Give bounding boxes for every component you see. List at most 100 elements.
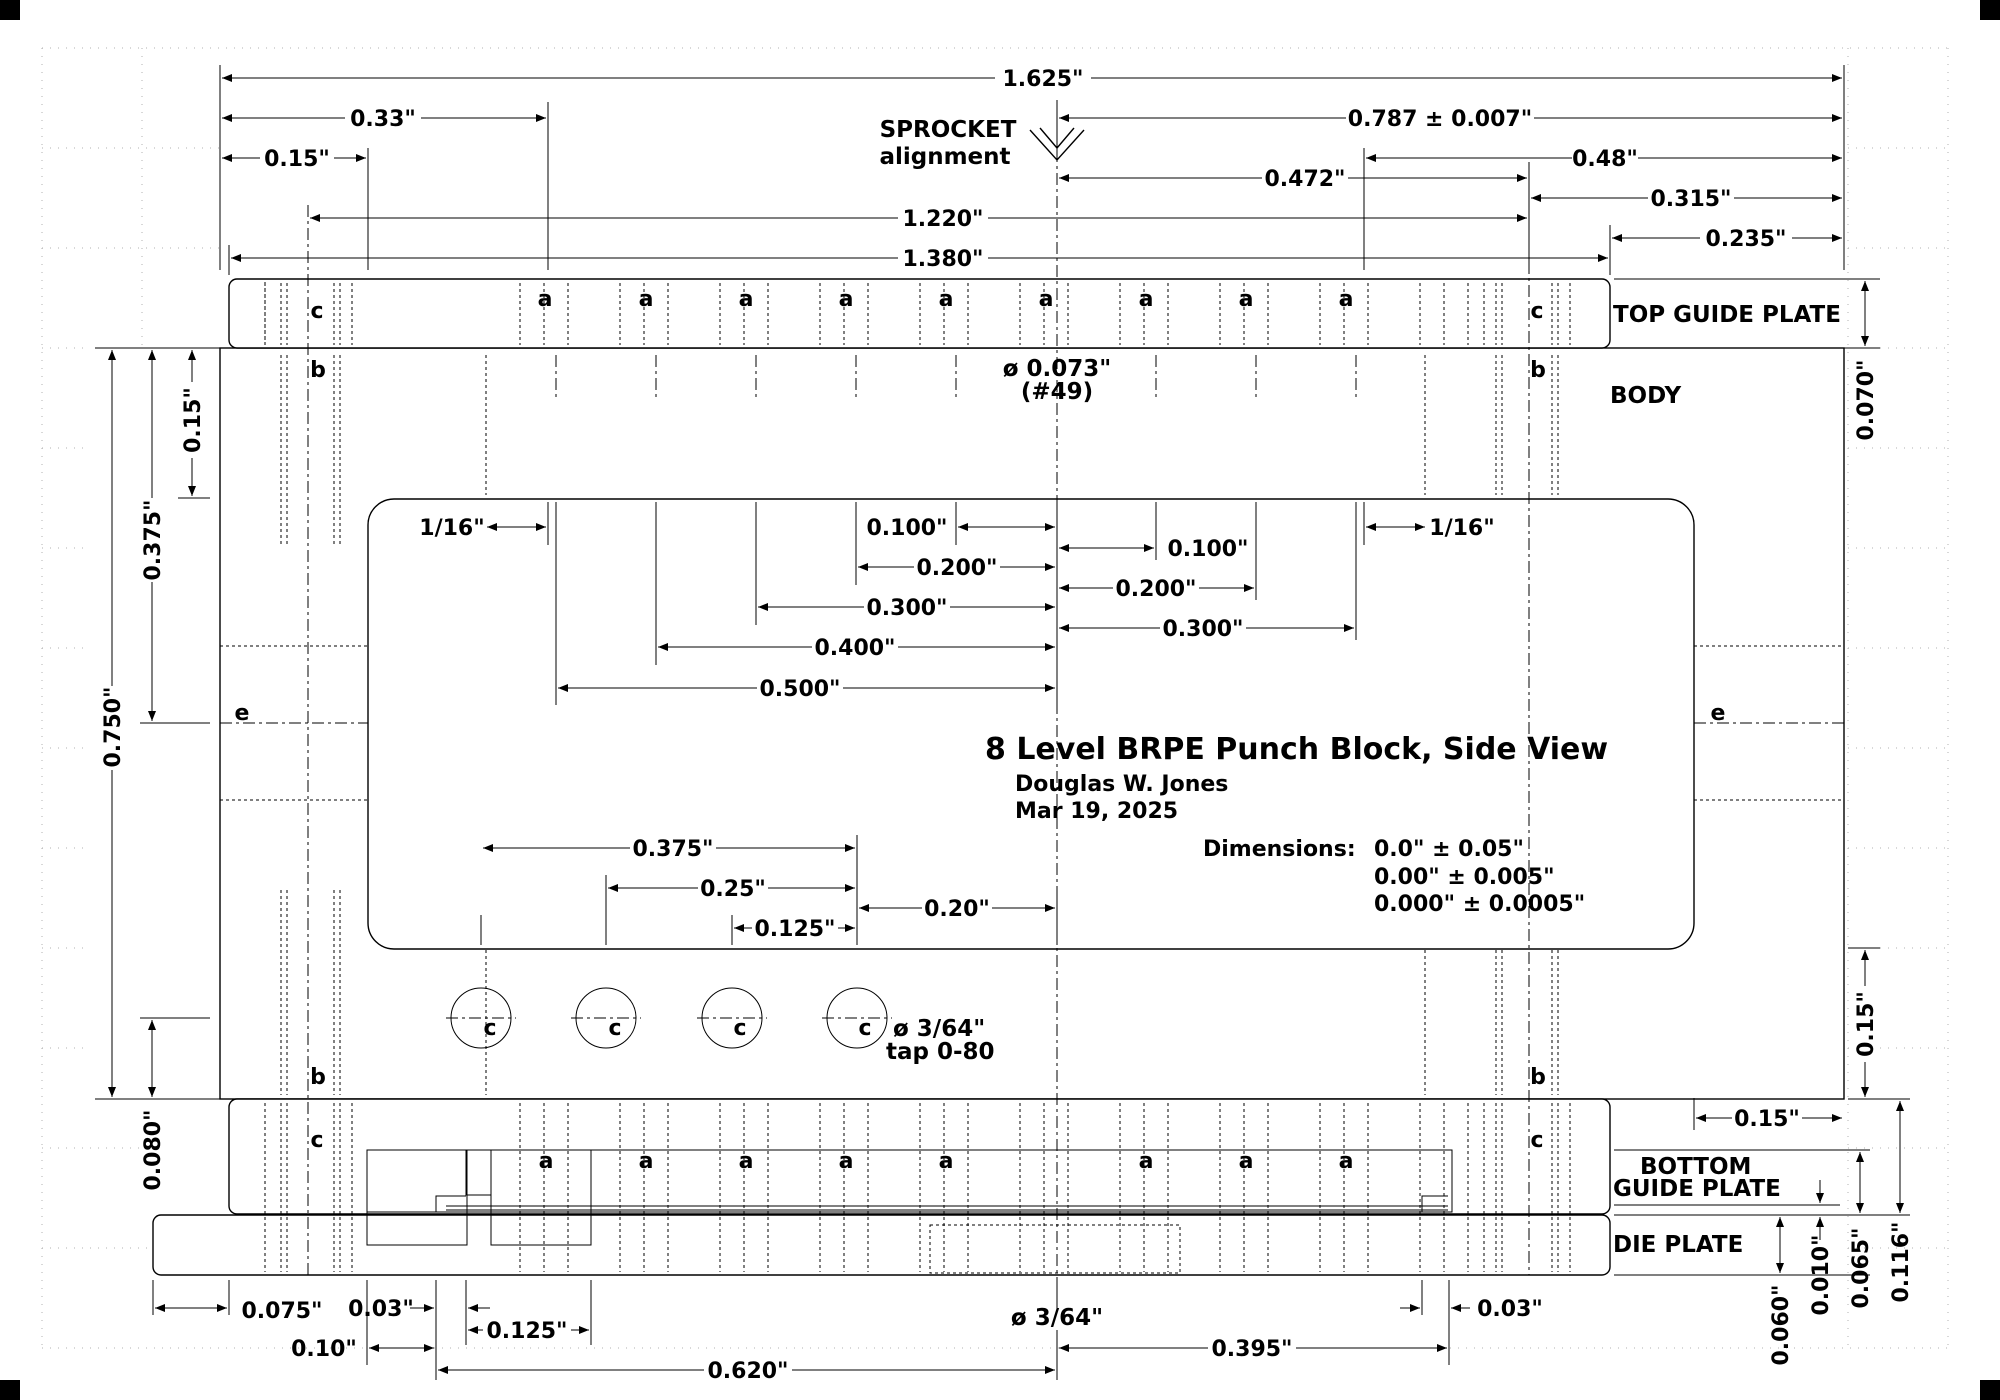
hidden-lines [220,282,1844,1095]
marker-a: a [538,287,553,312]
dim-overall-width: 1.625" [1002,67,1083,92]
dim-0-395: 0.395" [1211,1337,1292,1362]
dim-0-315: 0.315" [1650,187,1731,212]
die-hole-label: ø 3/64" [1011,1305,1103,1331]
dim-1-16-right: 1/16" [1429,516,1494,541]
dim-0-03-right: 0.03" [1477,1297,1543,1322]
tolerance-1: 0.0" ± 0.05" [1374,837,1524,862]
dim-0-03-left: 0.03" [348,1297,414,1322]
dim-left-0-200: 0.200" [916,556,997,581]
dim-0-620: 0.620" [707,1359,788,1384]
tap-thread-label: tap 0-80 [886,1039,995,1065]
dim-right-0-300: 0.300" [1162,617,1243,642]
dimension-labels: 1.625" 0.33" 0.15" 0.787 ± 0.007" 0.48" … [100,66,1914,1384]
dim-0-125-bottom: 0.125" [486,1319,567,1344]
center-cavity [367,498,1695,950]
marker-b: b [1530,1065,1546,1090]
marker-a: a [639,287,654,312]
marker-c: c [483,1016,496,1041]
dim-1-220: 1.220" [902,207,983,232]
part-labels: TOP GUIDE PLATE BODY BOTTOM GUIDE PLATE … [1610,302,1841,1258]
marker-a: a [939,1149,954,1174]
marker-a: a [839,287,854,312]
marker-a: a [939,287,954,312]
marker-a: a [1139,287,1154,312]
marker-a: a [739,287,754,312]
dim-0-235: 0.235" [1705,227,1786,252]
author: Douglas W. Jones [1015,772,1228,797]
marker-a: a [1139,1149,1154,1174]
punch-lines-bottom [264,1103,1571,1272]
marker-a: a [639,1149,654,1174]
dim-left-0-100: 0.100" [866,516,947,541]
tap-size-label: ø 3/64" [893,1016,985,1042]
dim-0-15-bottom: 0.15" [1734,1107,1800,1132]
dim-0-48: 0.48" [1572,147,1638,172]
dim-left-0-400: 0.400" [814,636,895,661]
marker-c: c [310,1128,323,1153]
marker-c: c [608,1016,621,1041]
dim-0-010: 0.010" [1809,1234,1834,1315]
dim-0-787: 0.787 ± 0.007" [1348,107,1532,132]
dim-1-16-left: 1/16" [419,516,484,541]
marker-a: a [739,1149,754,1174]
marker-a: a [1339,1149,1354,1174]
body-outline [219,347,1845,1100]
tolerance-2: 0.00" ± 0.005" [1374,865,1555,890]
punch-lines-top [264,283,1571,345]
date: Mar 19, 2025 [1015,799,1178,824]
marker-c: c [733,1016,746,1041]
dim-0-060: 0.060" [1769,1284,1794,1365]
dim-hole-0-125: 0.125" [754,917,835,942]
marker-a: a [1039,287,1054,312]
marker-b: b [310,358,326,383]
dim-hole-0-375: 0.375" [632,837,713,862]
die-plate [152,1214,1611,1276]
marker-c: c [310,299,323,324]
dim-0-080: 0.080" [141,1109,166,1190]
dim-0-15-top: 0.15" [264,147,330,172]
punch-guide-detail [366,1149,1453,1274]
marker-a: a [1239,1149,1254,1174]
letter-markers: a a a a a a a a a c c b b e e c c c c b … [235,287,1726,1174]
drawing-title: 8 Level BRPE Punch Block, Side View [985,732,1608,767]
center-lines [220,150,1844,1285]
bottom-guide-plate-label-1: BOTTOM [1640,1154,1751,1180]
dim-0-750: 0.750" [101,686,126,767]
body-label: BODY [1610,383,1682,409]
alignment-label: alignment [879,144,1010,170]
dim-right-0-100: 0.100" [1167,537,1248,562]
title-block: 8 Level BRPE Punch Block, Side View Doug… [985,732,1608,917]
dim-0-375-vertical: 0.375" [141,499,166,580]
marker-e: e [1711,701,1726,726]
dim-hole-0-20: 0.20" [924,897,990,922]
dim-right-0-200: 0.200" [1115,577,1196,602]
dim-0-472: 0.472" [1264,167,1345,192]
notes: SPROCKET alignment ø 0.073" (#49) ø 3/64… [879,117,1111,1331]
dim-1-380: 1.380" [902,247,983,272]
marker-e: e [235,701,250,726]
dim-0-075: 0.075" [241,1299,322,1324]
hole-drill-label: (#49) [1021,379,1093,405]
dim-0-116: 0.116" [1889,1221,1914,1302]
dim-hole-0-25: 0.25" [700,877,766,902]
marker-a: a [1239,287,1254,312]
tolerance-label: Dimensions: [1203,837,1356,862]
sprocket-label: SPROCKET [880,117,1017,143]
marker-a: a [1339,287,1354,312]
marker-c: c [1530,299,1543,324]
hole-size-label: ø 0.073" [1003,356,1112,382]
marker-a: a [539,1149,554,1174]
dim-0-33: 0.33" [350,107,416,132]
dim-0-065: 0.065" [1849,1227,1874,1308]
top-guide-plate-label: TOP GUIDE PLATE [1613,302,1841,328]
marker-b: b [1530,358,1546,383]
dim-left-0-500: 0.500" [759,677,840,702]
dim-0-15-vertical: 0.15" [181,387,206,453]
marker-c: c [858,1016,871,1041]
marker-b: b [310,1065,326,1090]
marker-a: a [839,1149,854,1174]
dim-0-10: 0.10" [291,1337,357,1362]
tapped-holes [446,987,892,1049]
